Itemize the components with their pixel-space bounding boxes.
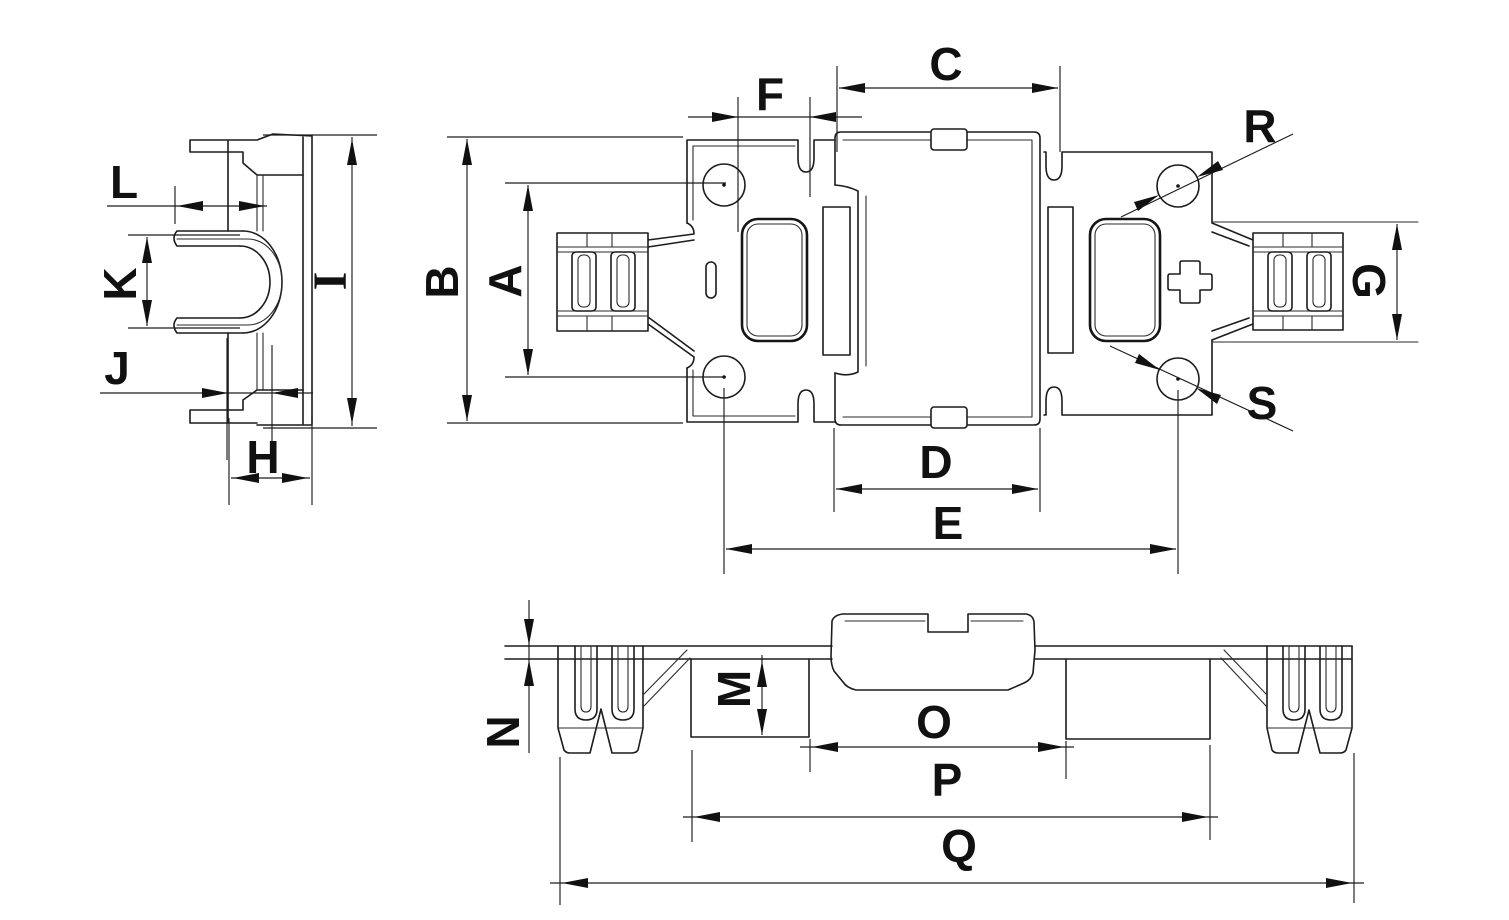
central-dome (830, 613, 1036, 691)
central-body (822, 128, 1074, 429)
dim-label-l: L (110, 156, 138, 208)
dim-label-e: E (933, 497, 964, 549)
top-view-part (556, 128, 1419, 429)
dim-label-r: R (1243, 100, 1276, 152)
left-step-block (690, 658, 810, 738)
front-view-dimensions (524, 600, 1364, 905)
dim-label-o: O (916, 696, 952, 748)
right-clip-feet (1220, 645, 1353, 754)
dim-label-b: B (416, 265, 468, 298)
left-terminal-block (556, 232, 649, 332)
dim-label-q: Q (941, 820, 977, 872)
right-step-block (1065, 658, 1211, 740)
dim-label-n: N (477, 715, 529, 748)
side-view-dimensions (100, 134, 377, 505)
side-view-part (173, 133, 313, 426)
dim-label-g: G (1343, 263, 1395, 299)
dim-label-a: A (479, 264, 531, 297)
top-view-dimensions (447, 66, 1402, 574)
left-plate (647, 139, 836, 423)
dim-label-s: S (1247, 377, 1278, 429)
dim-label-m: M (708, 670, 760, 708)
dim-label-p: P (932, 754, 963, 806)
dim-label-h: H (246, 431, 279, 483)
right-terminal-block (1252, 232, 1344, 331)
dim-label-j: J (104, 342, 130, 394)
dim-label-f: F (756, 68, 784, 120)
dimension-labels: L K J I H B A F C R G S D E N M O P Q (94, 38, 1395, 872)
dim-label-c: C (929, 38, 962, 90)
dim-label-d: D (919, 436, 952, 488)
dim-label-k: K (94, 267, 146, 300)
left-clip-feet (557, 645, 691, 754)
right-plate (1043, 151, 1419, 416)
dim-label-i: I (304, 272, 357, 291)
front-view-part (504, 613, 1353, 754)
